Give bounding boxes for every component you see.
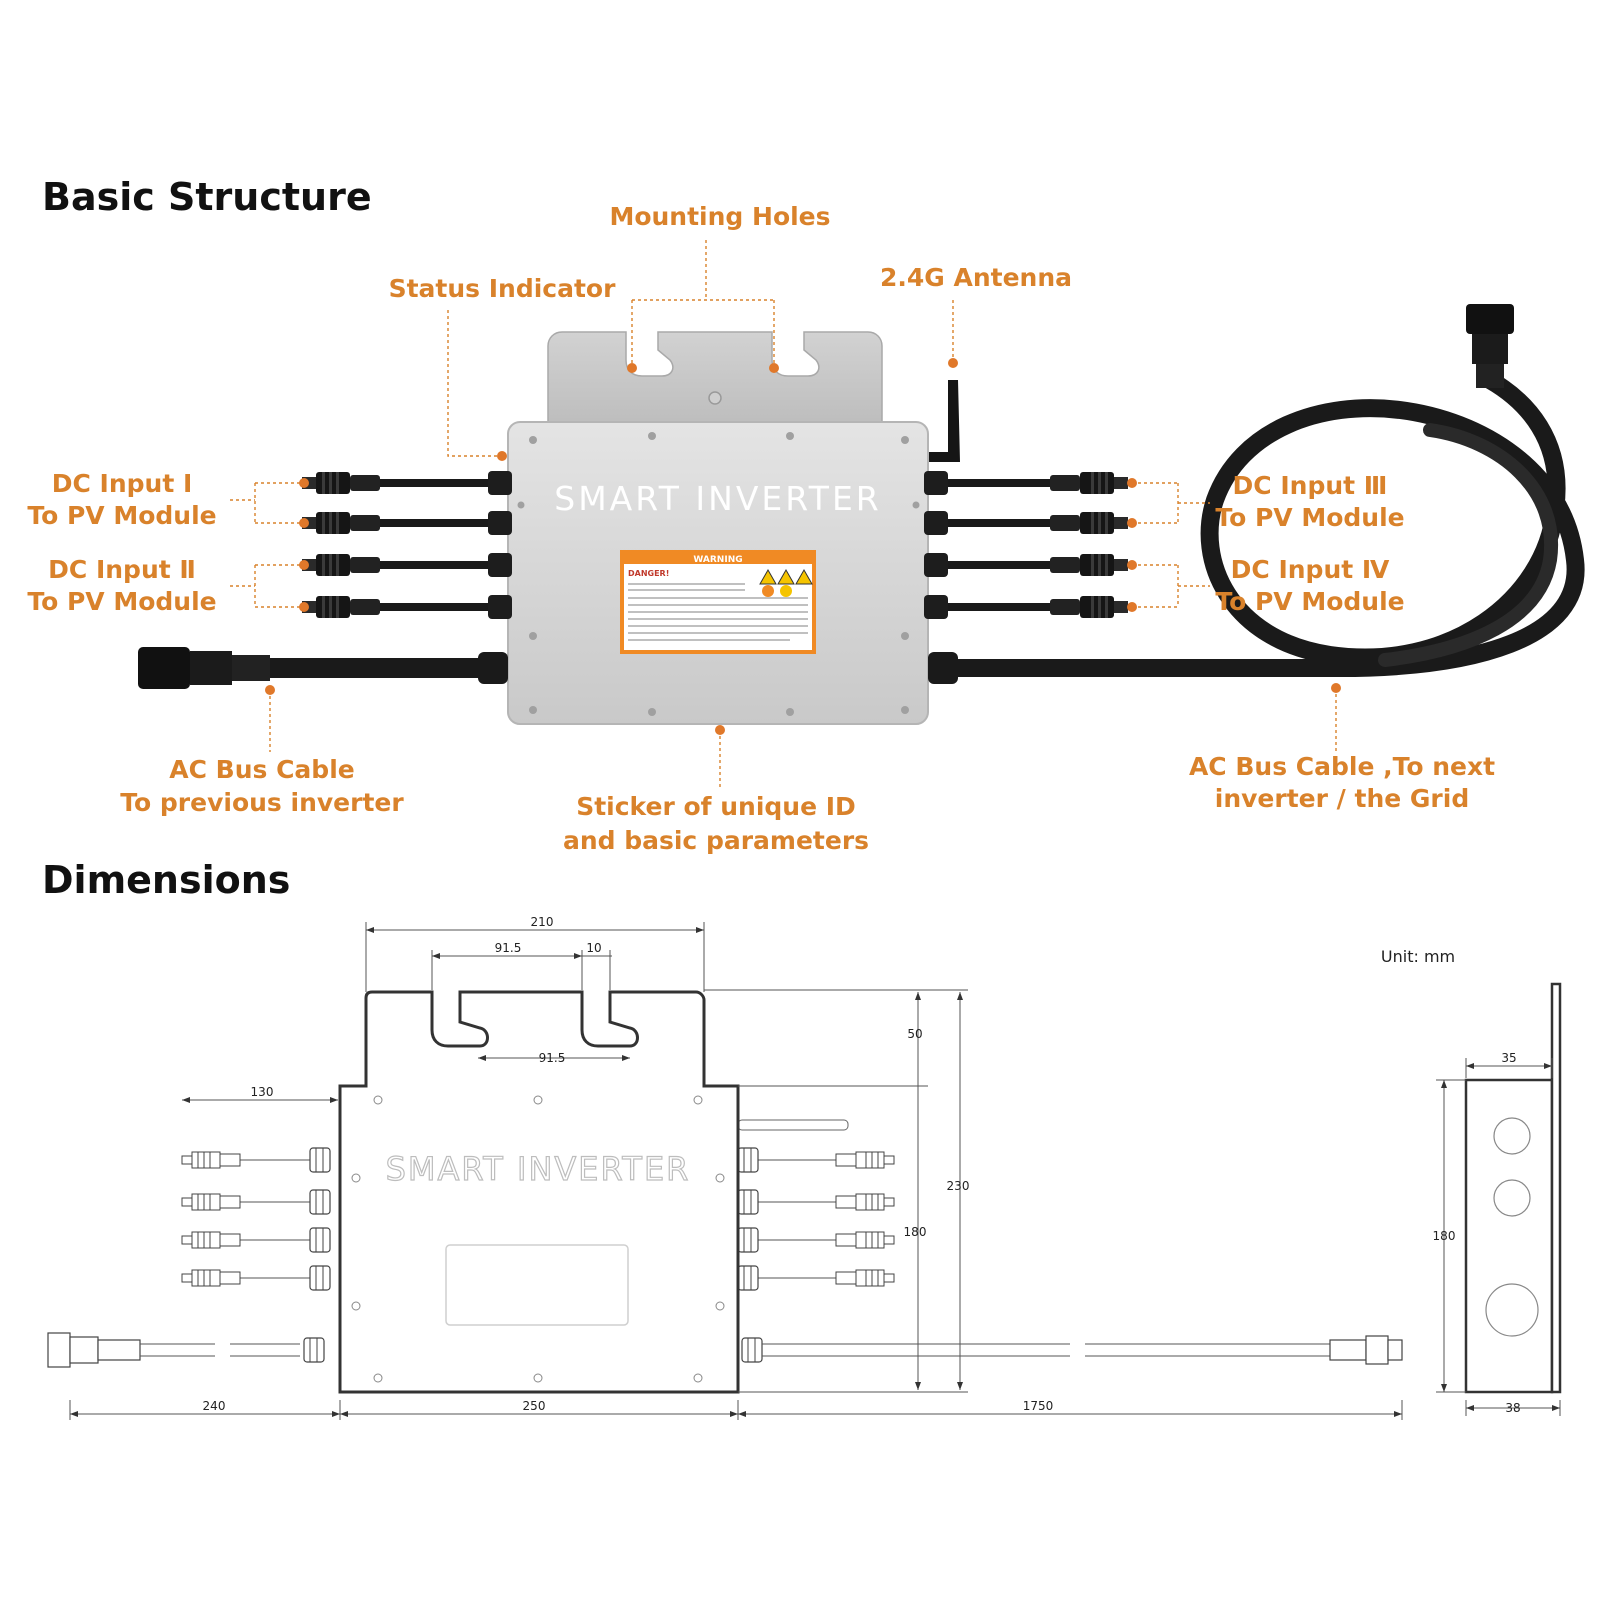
dim-ac-cable-right: [741, 1335, 1403, 1365]
ac-connector-right: [1466, 304, 1514, 388]
dim-dc-cables-left: [181, 1147, 331, 1291]
dim-side-depth-top: 35: [1501, 1051, 1516, 1065]
dc-input-4-label: DC Input Ⅳ: [1231, 555, 1390, 584]
dim-screws: [351, 1095, 725, 1383]
dimension-drawing: SMART INVERTER: [47, 915, 1562, 1420]
dim-arrowheads: [70, 927, 1402, 1417]
callout-leaders: [230, 240, 1341, 790]
dim-side-height: 180: [1433, 1229, 1456, 1243]
dc-cables-right: [930, 472, 1128, 618]
hazard-icon: [795, 568, 813, 585]
inverter-illustration: SMART INVERTER WARNING DANGER!: [138, 304, 1585, 725]
dim-brand-label: SMART INVERTER: [386, 1150, 691, 1188]
dim-total-height: 230: [947, 1179, 970, 1193]
dim-sticker-outline: [445, 1244, 629, 1326]
dc-input-2-label: DC Input Ⅱ: [48, 555, 196, 584]
ac-connector-left: [138, 647, 270, 689]
dim-antenna: [737, 1119, 849, 1131]
dim-dc-cable: 130: [251, 1085, 274, 1099]
plate-screw: [708, 391, 722, 405]
warning-label: WARNING: [693, 555, 742, 565]
mounting-plate: [547, 331, 883, 431]
antenna: [928, 380, 960, 462]
mounting-holes-label: Mounting Holes: [609, 202, 830, 231]
dc-input-3-label: DC Input Ⅲ: [1233, 471, 1388, 500]
dim-body-outline: [338, 990, 740, 1394]
ac-cable-coil: [1378, 423, 1559, 667]
dim-ac-right: 1750: [1023, 1399, 1054, 1413]
warning-sticker: WARNING DANGER!: [620, 550, 816, 654]
ac-bus-prev-label: AC Bus Cable: [169, 755, 354, 784]
dc-cables-left: [302, 472, 500, 618]
side-view: 35 180 38: [1433, 982, 1562, 1416]
dim-ac-cable-left: [47, 1332, 325, 1368]
antenna-label: 2.4G Antenna: [880, 263, 1072, 292]
dc-input-4-sublabel: To PV Module: [1215, 587, 1404, 616]
dim-body-height: 180: [904, 1225, 927, 1239]
ac-cable-left: [270, 658, 500, 678]
danger-label: DANGER!: [628, 569, 669, 578]
dimensions-heading: Dimensions: [42, 858, 290, 902]
dc-input-1-sublabel: To PV Module: [27, 501, 216, 530]
dim-values: 210 91.5 10 91.5 130 50 180 230 240 250 …: [203, 915, 1054, 1413]
caution-icon: [762, 585, 774, 597]
status-indicator-label: Status Indicator: [389, 274, 617, 303]
ac-bus-next-label: AC Bus Cable ,To next: [1189, 752, 1495, 781]
hazard-icon: [759, 568, 777, 585]
basic-structure-heading: Basic Structure: [42, 175, 372, 219]
dim-dc-cables-right: [737, 1147, 895, 1291]
ac-glands: [478, 652, 958, 684]
dim-top-width: 210: [531, 915, 554, 929]
dim-ac-left: 240: [203, 1399, 226, 1413]
ac-bus-prev-sublabel: To previous inverter: [120, 788, 404, 817]
unit-label: Unit: mm: [1381, 947, 1455, 966]
housing-screws: [517, 432, 920, 716]
sticker-label: Sticker of unique ID: [576, 792, 856, 821]
caution-icon: [780, 585, 792, 597]
sticker-sublabel: and basic parameters: [563, 826, 869, 855]
dim-slot-spacing-top: 91.5: [495, 941, 522, 955]
dim-slot-spacing-bottom: 91.5: [539, 1051, 566, 1065]
callout-labels: Mounting Holes Status Indicator 2.4G Ant…: [27, 202, 1495, 855]
dc-input-2-sublabel: To PV Module: [27, 587, 216, 616]
dc-input-3-sublabel: To PV Module: [1215, 503, 1404, 532]
ac-bus-next-sublabel: inverter / the Grid: [1215, 784, 1469, 813]
dim-tab-height: 50: [907, 1027, 922, 1041]
hazard-icon: [777, 568, 795, 585]
brand-label: SMART INVERTER: [554, 479, 881, 518]
dim-side-depth-bottom: 38: [1505, 1401, 1520, 1415]
dc-input-1-label: DC Input Ⅰ: [52, 469, 193, 498]
dim-slot-width: 10: [586, 941, 601, 955]
dim-body-width: 250: [523, 1399, 546, 1413]
